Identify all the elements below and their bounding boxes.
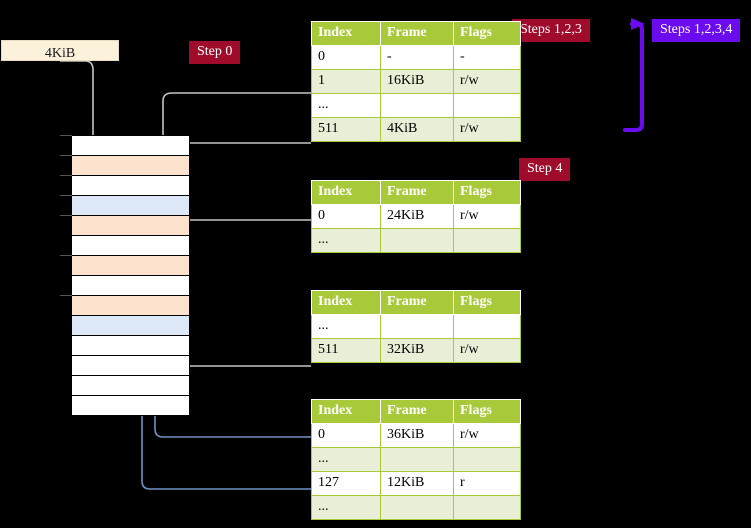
table-header-index: Index [311,21,381,46]
cell-flags: - [453,45,521,70]
cell-flags: r [453,471,521,496]
cell-index: 0 [311,45,381,70]
table-header-flags: Flags [453,21,521,46]
link-4kib-to-memory [60,60,100,156]
memory-frame-row [71,295,190,316]
memory-frame-row [71,135,190,156]
cell-frame: - [380,45,454,70]
cell-index: 0 [311,423,381,448]
step-4-badge: Step 4 [519,158,571,181]
memory-frame-row [71,235,190,256]
memory-frame-row [71,175,190,196]
cell-frame [380,228,454,253]
cell-frame [380,495,454,520]
cell-index: 127 [311,471,381,496]
cell-flags [453,228,521,253]
link-table0-row1-to-memory [162,92,311,216]
cell-flags [453,93,521,118]
cell-flags [453,447,521,472]
memory-tick [60,255,72,256]
cell-index: ... [311,314,381,339]
memory-frame-row [71,335,190,356]
steps-123-badge: Steps 1,2,3 [512,19,590,42]
cell-frame: 4KiB [380,117,454,142]
memory-frame-row [71,215,190,236]
memory-frame-row [71,395,190,416]
cell-flags: r/w [453,204,521,229]
table-header-index: Index [311,399,381,424]
memory-tick [60,295,72,296]
table-header-index: Index [311,290,381,315]
table-row: ... [311,495,521,520]
cell-index: ... [311,228,381,253]
cell-frame: 16KiB [380,69,454,94]
memory-frame-row [71,255,190,276]
cell-frame: 32KiB [380,338,454,363]
cell-flags: r/w [453,423,521,448]
cell-index: 511 [311,338,381,363]
cell-flags: r/w [453,117,521,142]
memory-frame-row [71,355,190,376]
cell-frame: 24KiB [380,204,454,229]
table-header-frame: Frame [380,180,454,205]
table-row: ... [311,447,521,472]
memory-tick [60,175,72,176]
cell-flags [453,314,521,339]
cell-frame [380,93,454,118]
cell-frame [380,314,454,339]
memory-frame-row [71,155,190,176]
table-header-frame: Frame [380,399,454,424]
steps-bracket-arrow [623,18,645,132]
cell-index: ... [311,495,381,520]
memory-tick [60,215,72,216]
memory-frame-row [71,315,190,336]
cell-index: 0 [311,204,381,229]
cell-index: 511 [311,117,381,142]
physical-memory-column [60,135,190,416]
steps-1234-badge: Steps 1,2,3,4 [652,19,741,42]
table-header-frame: Frame [380,21,454,46]
link-table3-row0-to-memory [154,330,311,438]
memory-tick [60,195,72,196]
memory-frame-row [71,275,190,296]
memory-frame-row [71,195,190,216]
cell-index: ... [311,93,381,118]
link-table3-row127-to-memory [141,207,311,490]
table-row: ... [311,228,521,253]
page-size-box: 4KiB [1,40,119,61]
cell-index: 1 [311,69,381,94]
memory-tick [60,155,72,156]
cell-flags: r/w [453,338,521,363]
cell-frame [380,447,454,472]
table-row: ... [311,93,521,118]
table-header-index: Index [311,180,381,205]
memory-tick [60,135,72,136]
table-header-frame: Frame [380,290,454,315]
table-row: ... [311,314,521,339]
cell-index: ... [311,447,381,472]
table-header-flags: Flags [453,290,521,315]
table-header-flags: Flags [453,180,521,205]
table-row: 0-- [311,45,521,70]
table-header-flags: Flags [453,399,521,424]
memory-frame-row [71,375,190,396]
cell-flags [453,495,521,520]
cell-frame: 12KiB [380,471,454,496]
cell-frame: 36KiB [380,423,454,448]
step-0-badge: Step 0 [189,41,241,64]
cell-flags: r/w [453,69,521,94]
